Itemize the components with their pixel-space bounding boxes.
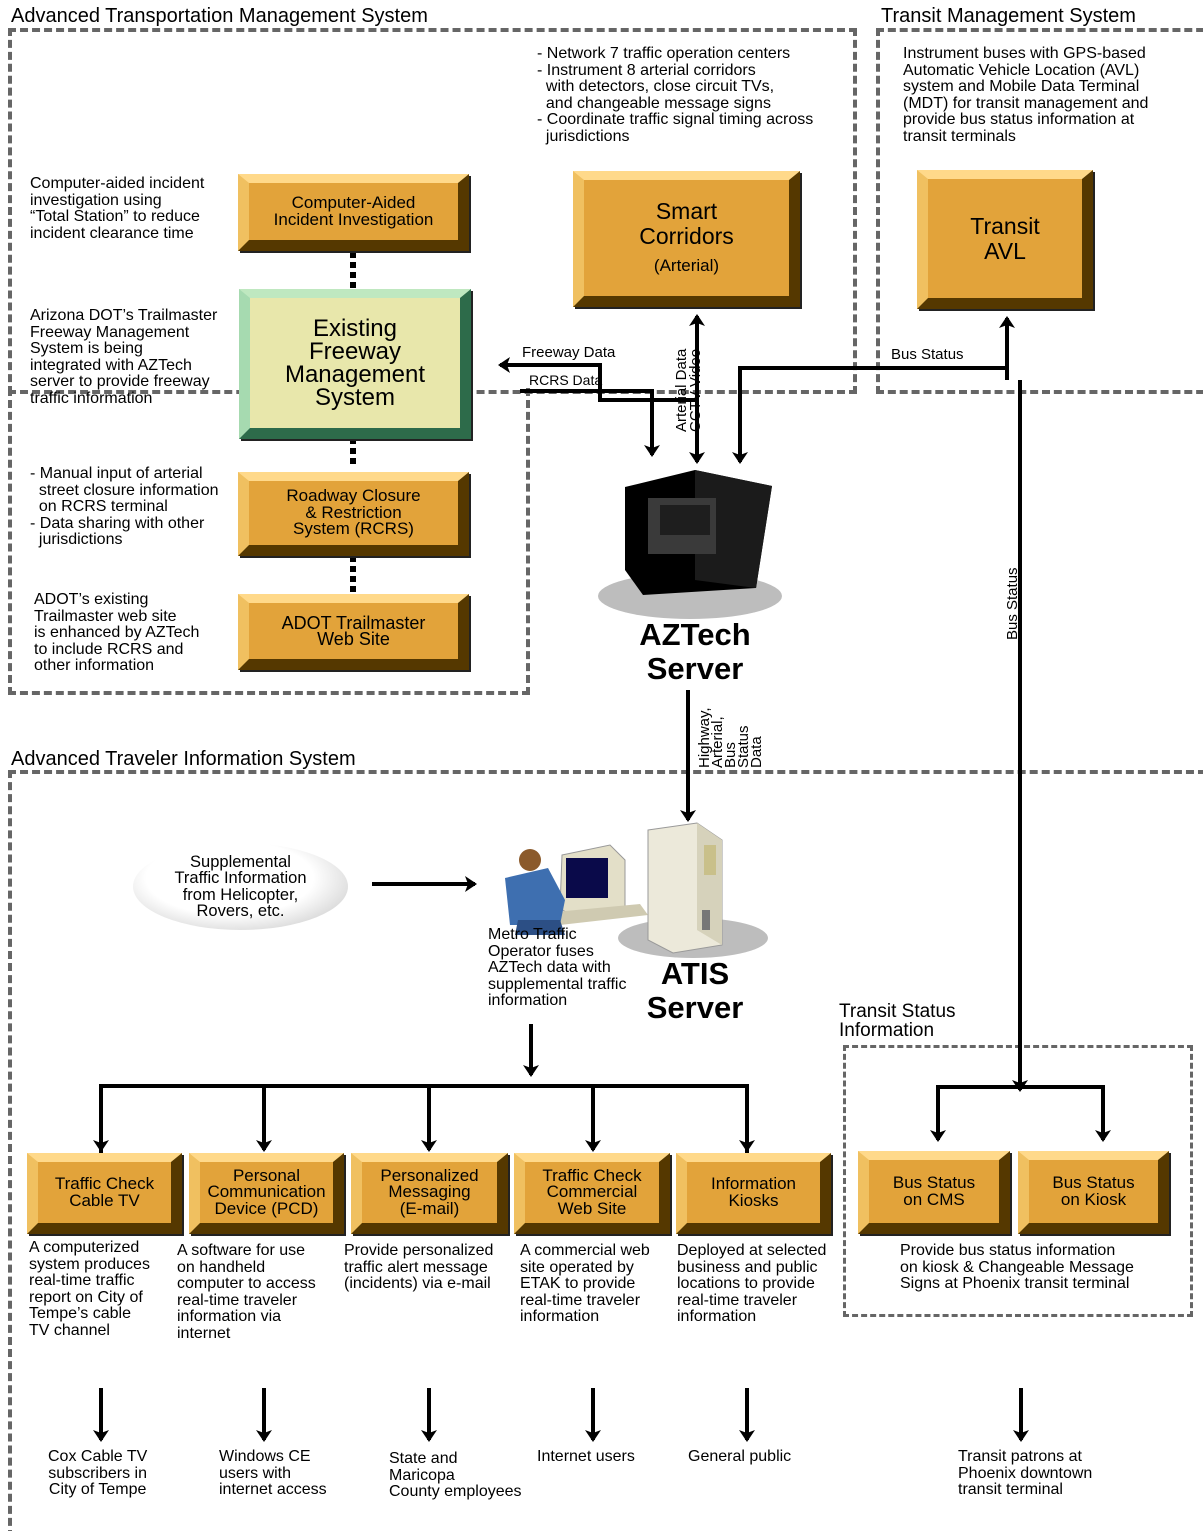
smart-corridors-description: - Network 7 traffic operation centers - … bbox=[537, 45, 814, 145]
incident-investigation-box: Computer-Aided Incident Investigation bbox=[238, 174, 469, 251]
kiosks-description: Deployed at selected business and public… bbox=[677, 1242, 827, 1325]
transit-avl-box: Transit AVL bbox=[917, 170, 1093, 309]
atis-server-label: ATIS Server bbox=[646, 956, 744, 1025]
rcrs-description: - Manual input of arterial street closur… bbox=[30, 465, 219, 548]
aztech-server-icon bbox=[598, 470, 782, 619]
atms-region-title: Advanced Transportation Management Syste… bbox=[11, 6, 432, 26]
web-site-description: A commercial web site operated by ETAK t… bbox=[520, 1242, 650, 1325]
pcd-description: A software for use on handheld computer … bbox=[177, 1242, 316, 1342]
web-site-users: Internet users bbox=[537, 1448, 635, 1465]
arterial-cctv-label: Arterial Data CCTV Video bbox=[673, 348, 704, 432]
atis-computer-icon bbox=[505, 822, 768, 958]
cable-tv-description: A computerized system produces real-time… bbox=[29, 1239, 150, 1339]
bus-status-vertical-label: Bus Status bbox=[1004, 567, 1021, 640]
aztech-server-label: AZTech Server bbox=[639, 617, 751, 686]
email-users: State and Maricopa County employees bbox=[389, 1450, 522, 1500]
atms-region-border-lower bbox=[8, 388, 530, 695]
bus-status-horizontal-label: Bus Status bbox=[891, 346, 964, 363]
atis-region-title: Advanced Traveler Information System bbox=[11, 749, 360, 769]
information-kiosks-box: Information Kiosks bbox=[676, 1153, 831, 1234]
transit-users: Transit patrons at Phoenix downtown tran… bbox=[958, 1448, 1093, 1498]
transit-outputs-description: Provide bus status information on kiosk … bbox=[900, 1242, 1134, 1292]
trailmaster-description: Arizona DOT’s Trailmaster Freeway Manage… bbox=[30, 307, 218, 407]
bus-status-kiosk-box: Bus Status on Kiosk bbox=[1018, 1151, 1169, 1234]
pcd-users: Windows CE users with internet access bbox=[219, 1448, 327, 1498]
pcd-box: Personal Communication Device (PCD) bbox=[189, 1153, 344, 1234]
traffic-check-cable-tv-box: Traffic Check Cable TV bbox=[27, 1153, 182, 1234]
existing-freeway-management-box: Existing Freeway Management System bbox=[239, 289, 471, 439]
smart-corridors-box: Smart Corridors (Arterial) bbox=[573, 171, 800, 307]
transit-management-description: Instrument buses with GPS-based Automati… bbox=[903, 45, 1149, 145]
atis-region-border bbox=[8, 770, 1203, 1531]
traffic-check-web-site-box: Traffic Check Commercial Web Site bbox=[514, 1153, 670, 1234]
highway-arterial-bus-status-label: Highway, Arterial, Bus Status Data bbox=[696, 707, 765, 768]
trailmaster-web-description: ADOT’s existing Trailmaster web site is … bbox=[34, 591, 200, 674]
incident-description: Computer-aided incident investigation us… bbox=[30, 175, 205, 242]
rcrs-box: Roadway Closure & Restriction System (RC… bbox=[238, 472, 469, 556]
smart-corridors-title: Smart Corridors bbox=[639, 197, 734, 249]
smart-corridors-subtitle: (Arterial) bbox=[653, 255, 720, 275]
kiosks-users: General public bbox=[688, 1448, 792, 1465]
rcrs-data-label: RCRS Data bbox=[529, 372, 603, 388]
personalized-messaging-box: Personalized Messaging (E-mail) bbox=[351, 1153, 508, 1234]
transit-status-region-title: Transit Status Information bbox=[839, 1002, 960, 1040]
bus-status-cms-box: Bus Status on CMS bbox=[858, 1151, 1010, 1234]
operator-description: Metro Traffic Operator fuses AZTech data… bbox=[488, 926, 627, 1009]
supplemental-traffic-info-oval: Supplemental Traffic Information from He… bbox=[133, 843, 348, 930]
tms-region-border bbox=[876, 28, 1203, 394]
freeway-data-label: Freeway Data bbox=[522, 344, 616, 361]
cable-tv-users: Cox Cable TV subscribers in City of Temp… bbox=[48, 1448, 148, 1498]
trailmaster-web-site-box: ADOT Trailmaster Web Site bbox=[238, 594, 469, 670]
tms-region-title: Transit Management System bbox=[877, 6, 1140, 26]
email-description: Provide personalized traffic alert messa… bbox=[344, 1242, 494, 1292]
